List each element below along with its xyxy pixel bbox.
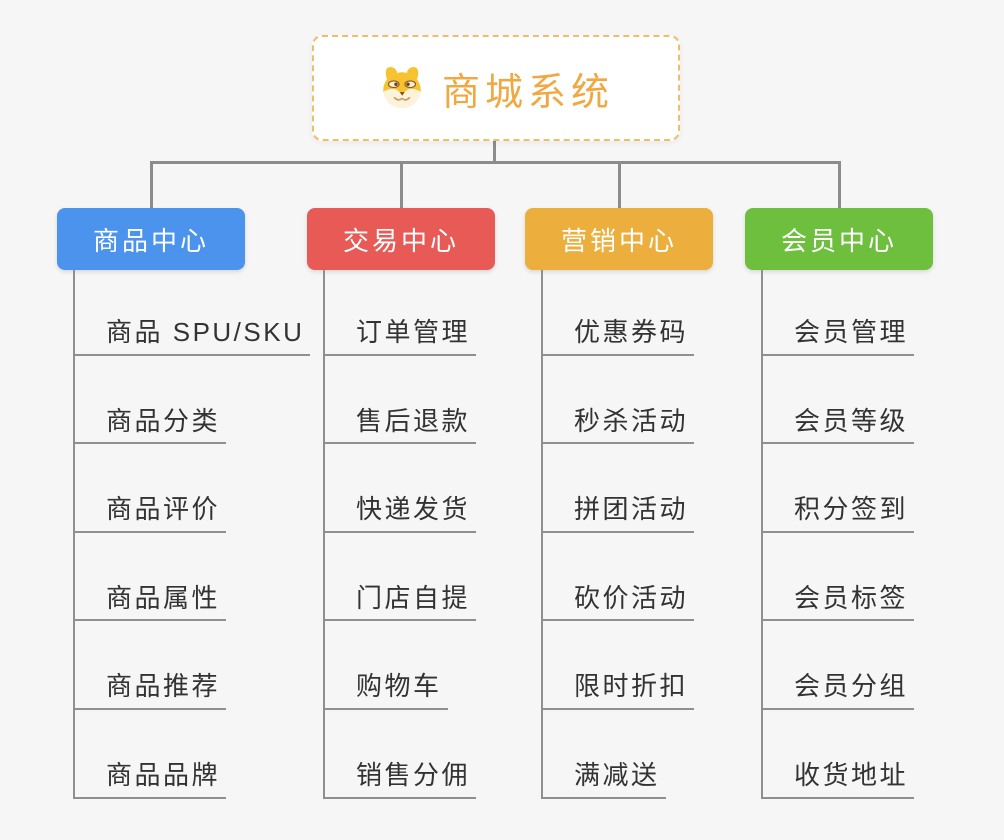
branch-trade-center[interactable]: 交易中心: [307, 208, 495, 270]
connector-root-stem: [493, 140, 496, 162]
leaf-marketing-center-3[interactable]: 砍价活动: [541, 533, 695, 622]
leaf-product-center-1[interactable]: 商品分类: [73, 356, 227, 445]
leaf-marketing-center-5[interactable]: 满减送: [541, 710, 666, 799]
branch-product-center[interactable]: 商品中心: [57, 208, 245, 270]
connector-drop-trade-center: [399, 161, 403, 209]
connector-horizontal-bar: [150, 161, 840, 164]
leaf-member-center-3[interactable]: 会员标签: [761, 533, 915, 622]
leaf-trade-center-2[interactable]: 快递发货: [323, 444, 477, 533]
leaf-marketing-center-1[interactable]: 秒杀活动: [541, 356, 695, 445]
items-column-marketing-center: 优惠券码秒杀活动拼团活动砍价活动限时折扣满减送: [541, 267, 695, 799]
leaf-marketing-center-4[interactable]: 限时折扣: [541, 621, 695, 710]
leaf-product-center-4[interactable]: 商品推荐: [73, 621, 227, 710]
root-title: 商城系统: [441, 71, 614, 114]
leaf-product-center-0[interactable]: 商品 SPU/SKU: [73, 267, 311, 356]
leaf-trade-center-1[interactable]: 售后退款: [323, 356, 477, 445]
leaf-member-center-1[interactable]: 会员等级: [761, 356, 915, 445]
branch-member-center[interactable]: 会员中心: [745, 208, 933, 270]
leaf-product-center-3[interactable]: 商品属性: [73, 533, 227, 622]
doge-face-icon: [383, 67, 421, 109]
branch-marketing-center[interactable]: 营销中心: [525, 208, 713, 270]
root-node-mall-system[interactable]: 商城系统: [312, 35, 680, 141]
leaf-product-center-5[interactable]: 商品品牌: [73, 710, 227, 799]
trunk-marketing-center: [541, 270, 543, 799]
leaf-trade-center-5[interactable]: 销售分佣: [323, 710, 477, 799]
leaf-member-center-5[interactable]: 收货地址: [761, 710, 915, 799]
items-column-trade-center: 订单管理售后退款快递发货门店自提购物车销售分佣: [323, 267, 477, 799]
items-column-member-center: 会员管理会员等级积分签到会员标签会员分组收货地址: [761, 267, 915, 799]
leaf-product-center-2[interactable]: 商品评价: [73, 444, 227, 533]
leaf-marketing-center-0[interactable]: 优惠券码: [541, 267, 695, 356]
connector-drop-member-center: [837, 161, 841, 209]
trunk-trade-center: [323, 270, 325, 799]
trunk-member-center: [761, 270, 763, 799]
leaf-marketing-center-2[interactable]: 拼团活动: [541, 444, 695, 533]
leaf-trade-center-4[interactable]: 购物车: [323, 621, 448, 710]
connector-drop-product-center: [149, 161, 153, 209]
leaf-trade-center-0[interactable]: 订单管理: [323, 267, 477, 356]
leaf-member-center-0[interactable]: 会员管理: [761, 267, 915, 356]
leaf-member-center-2[interactable]: 积分签到: [761, 444, 915, 533]
connector-drop-marketing-center: [617, 161, 621, 209]
trunk-product-center: [73, 270, 75, 799]
leaf-member-center-4[interactable]: 会员分组: [761, 621, 915, 710]
leaf-trade-center-3[interactable]: 门店自提: [323, 533, 477, 622]
